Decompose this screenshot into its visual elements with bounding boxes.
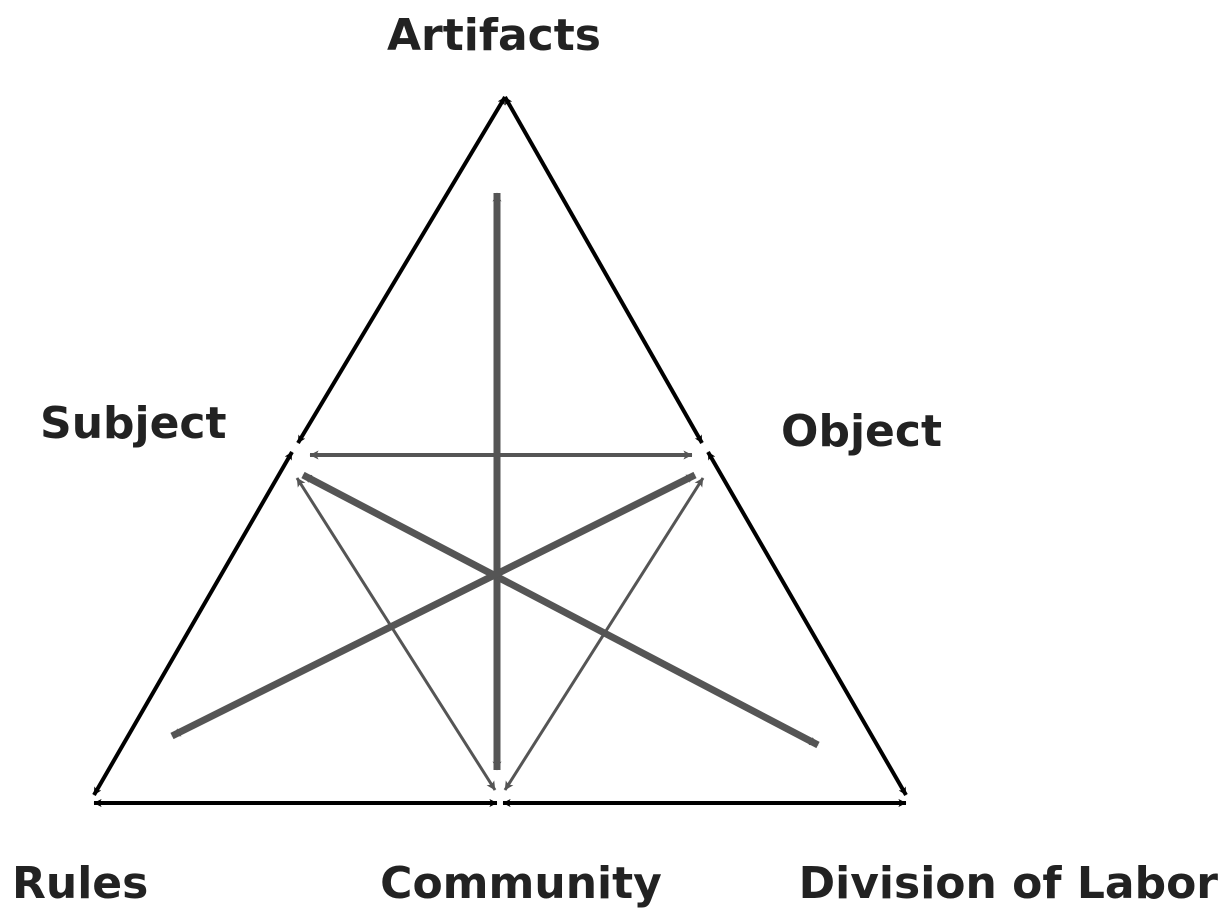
edge-subject-community xyxy=(295,477,497,791)
label-subject: Subject xyxy=(40,398,227,449)
edge-object-rules xyxy=(170,471,697,740)
label-community: Community xyxy=(380,858,662,909)
edge-artifacts-object xyxy=(503,96,704,444)
label-object: Object xyxy=(781,406,942,457)
label-artifacts: Artifacts xyxy=(387,10,601,61)
inner-edges xyxy=(170,192,820,791)
label-rules: Rules xyxy=(12,858,148,909)
edge-object-community xyxy=(503,477,705,791)
node-labels: Artifacts Subject Object Rules Community… xyxy=(12,10,1218,909)
edge-subject-rules xyxy=(92,451,294,796)
edge-artifacts-subject xyxy=(296,95,507,445)
edge-object-division-of-labor xyxy=(706,451,908,796)
label-division-of-labor: Division of Labor xyxy=(799,858,1219,909)
